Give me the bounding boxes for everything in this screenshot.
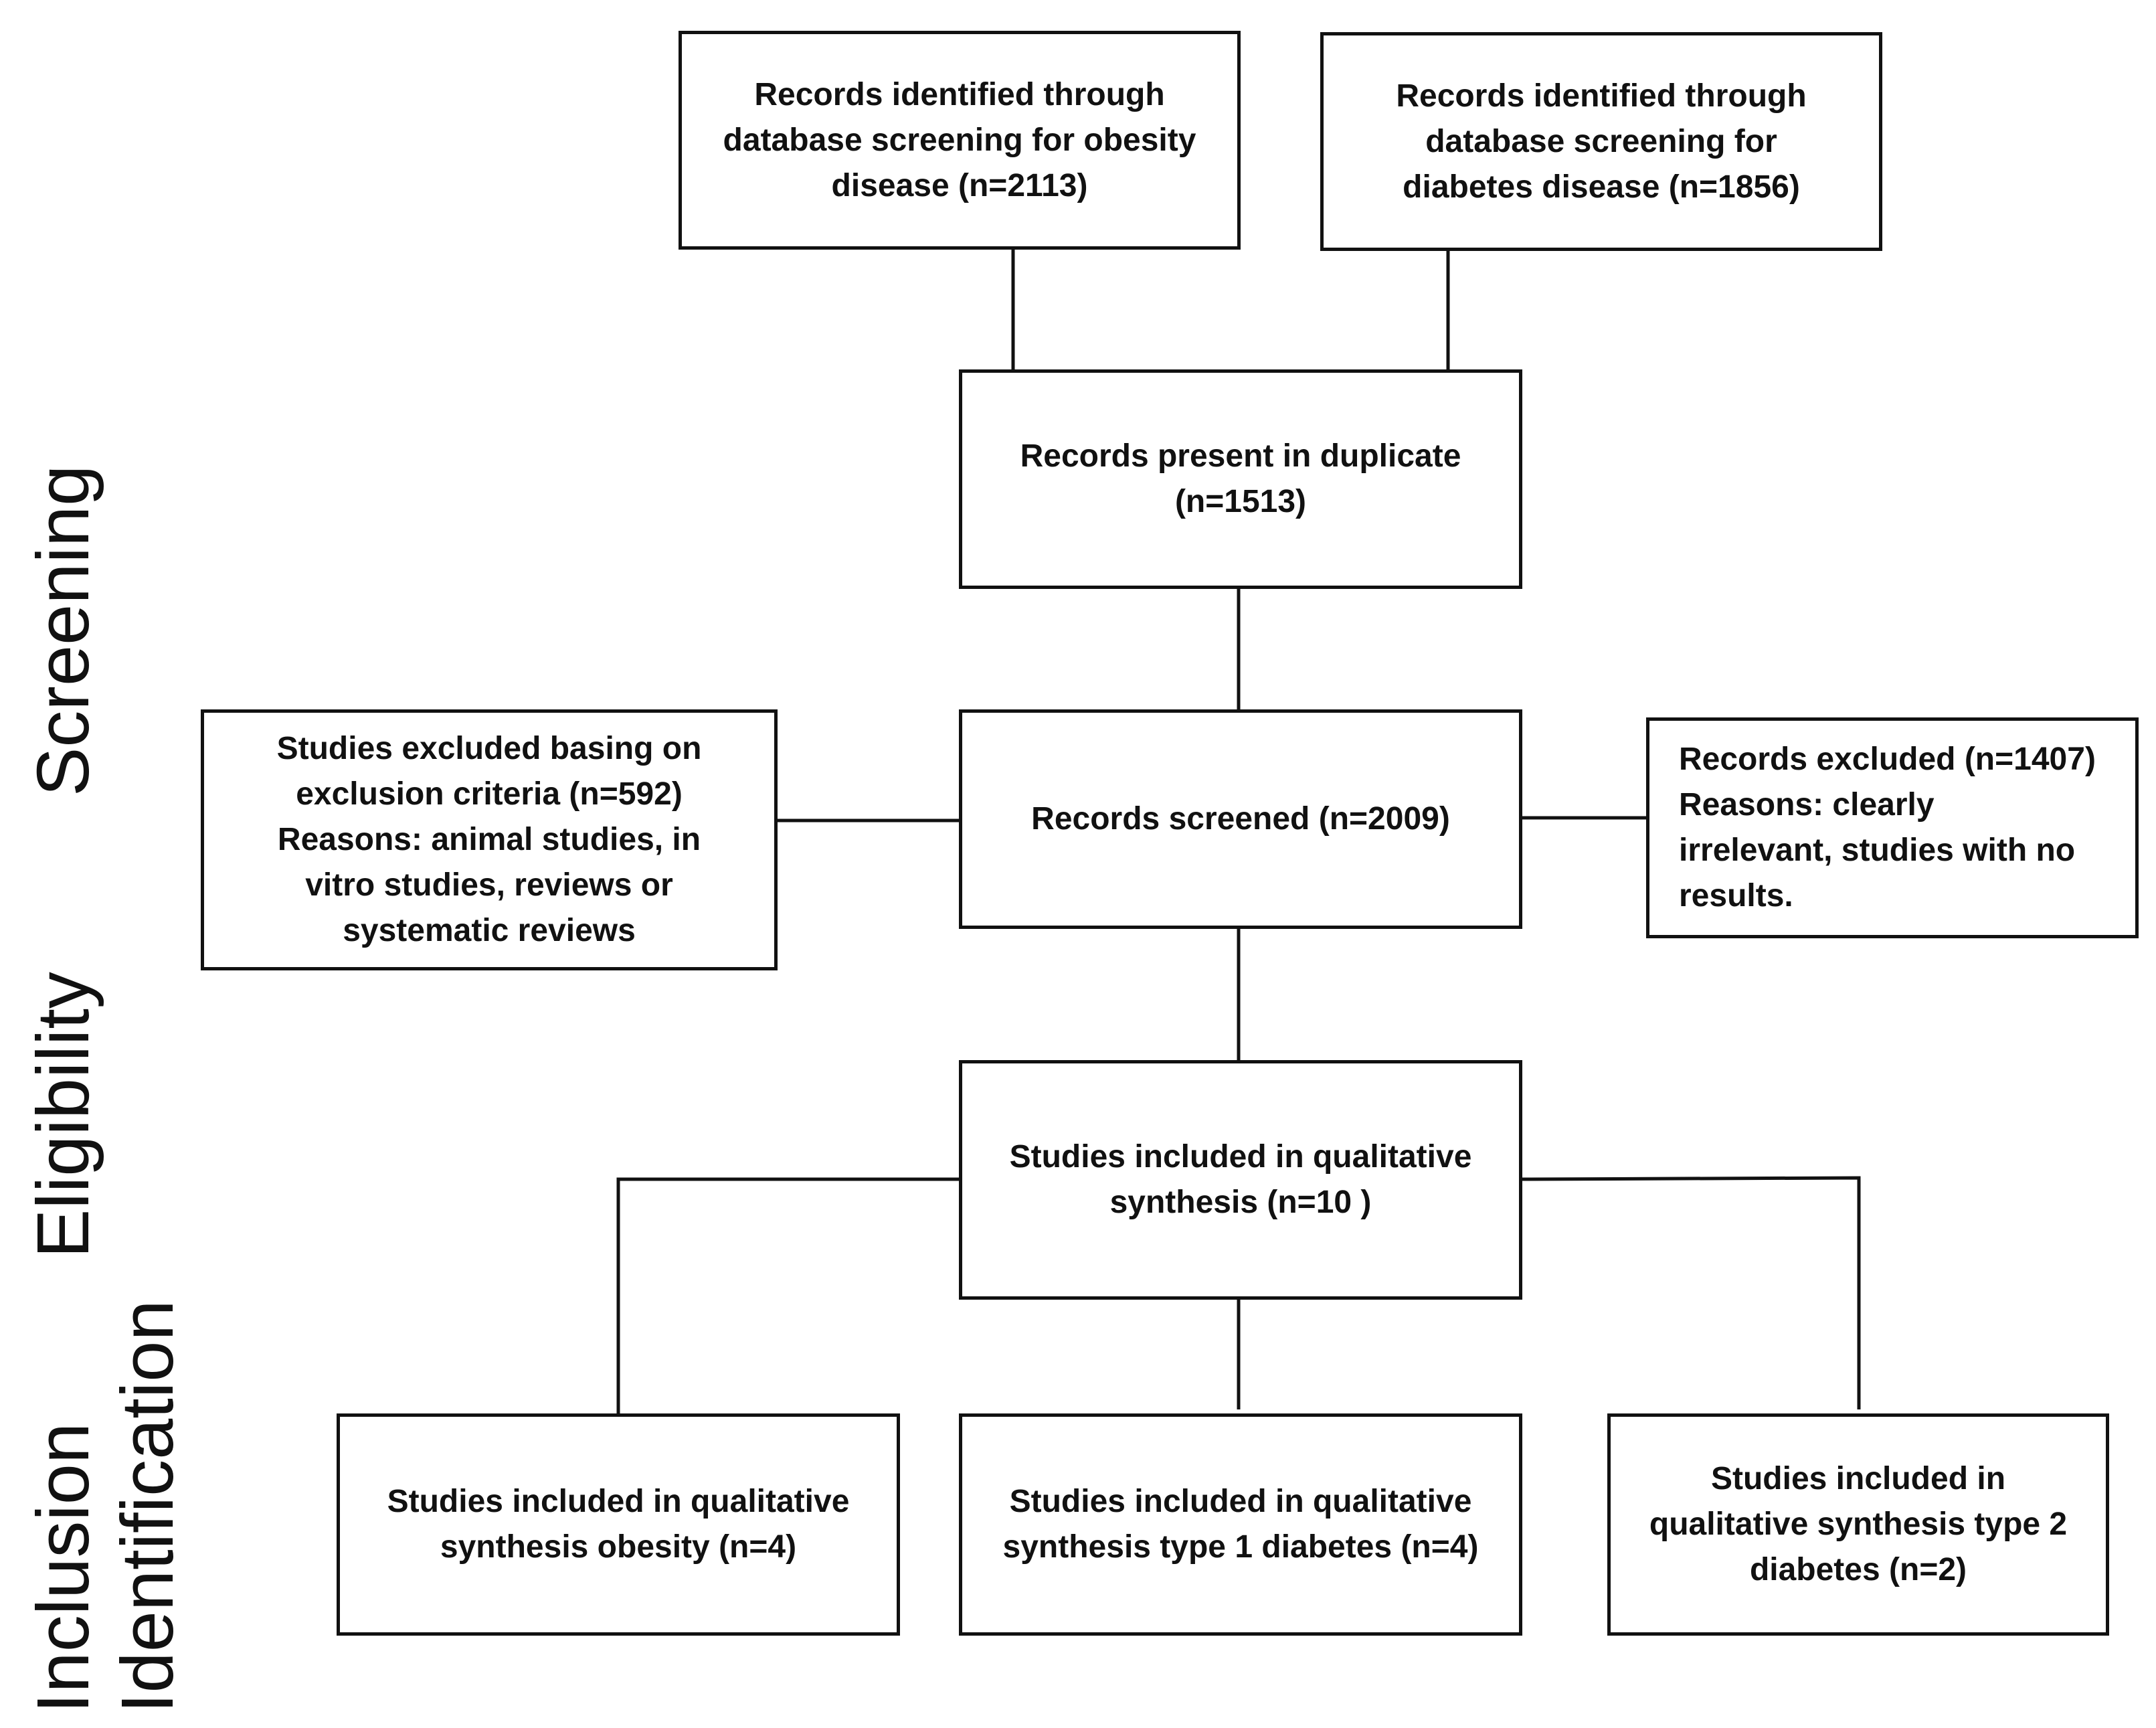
records-excluded-text: Records excluded (n=1407) Reasons: clear…: [1679, 742, 2096, 914]
type2-included-text: Studies included in qualitative synthesi…: [1649, 1461, 2068, 1587]
stage-label-eligibility: Eligibility: [22, 972, 104, 1258]
type1-included-box: Studies included in qualitative synthesi…: [959, 1413, 1522, 1636]
screened-text: Records screened (n=2009): [1031, 801, 1450, 837]
stage-label-identification: Identification: [106, 1300, 189, 1713]
obesity-included-box: Studies included in qualitative synthesi…: [337, 1413, 900, 1636]
type2-included-box: Studies included in qualitative synthesi…: [1607, 1413, 2109, 1636]
obesity-records-text: Records identified through database scre…: [723, 76, 1196, 203]
connector-qualitative-to-obesity: [616, 1177, 960, 1416]
stage-label-inclusion: Inclusion: [22, 1422, 104, 1713]
duplicates-box: Records present in duplicate (n=1513): [959, 369, 1522, 589]
diabetes-records-text: Records identified through database scre…: [1396, 78, 1807, 205]
excluded-criteria-box: Studies excluded basing on exclusion cri…: [201, 709, 778, 970]
screened-box: Records screened (n=2009): [959, 709, 1522, 929]
qualitative-synthesis-box: Studies included in qualitative synthesi…: [959, 1060, 1522, 1300]
type1-included-text: Studies included in qualitative synthesi…: [1002, 1484, 1479, 1565]
qualitative-synthesis-text: Studies included in qualitative synthesi…: [1009, 1139, 1472, 1220]
excluded-criteria-text: Studies excluded basing on exclusion cri…: [276, 731, 702, 948]
obesity-included-text: Studies included in qualitative synthesi…: [387, 1484, 850, 1565]
diabetes-records-box: Records identified through database scre…: [1320, 32, 1882, 251]
obesity-records-box: Records identified through database scre…: [679, 31, 1241, 250]
records-excluded-box: Records excluded (n=1407) Reasons: clear…: [1646, 717, 2139, 938]
connector-qualitative-to-type2: [1520, 1176, 1861, 1409]
stage-label-screening: Screening: [22, 464, 104, 796]
duplicates-text: Records present in duplicate (n=1513): [1020, 438, 1461, 519]
